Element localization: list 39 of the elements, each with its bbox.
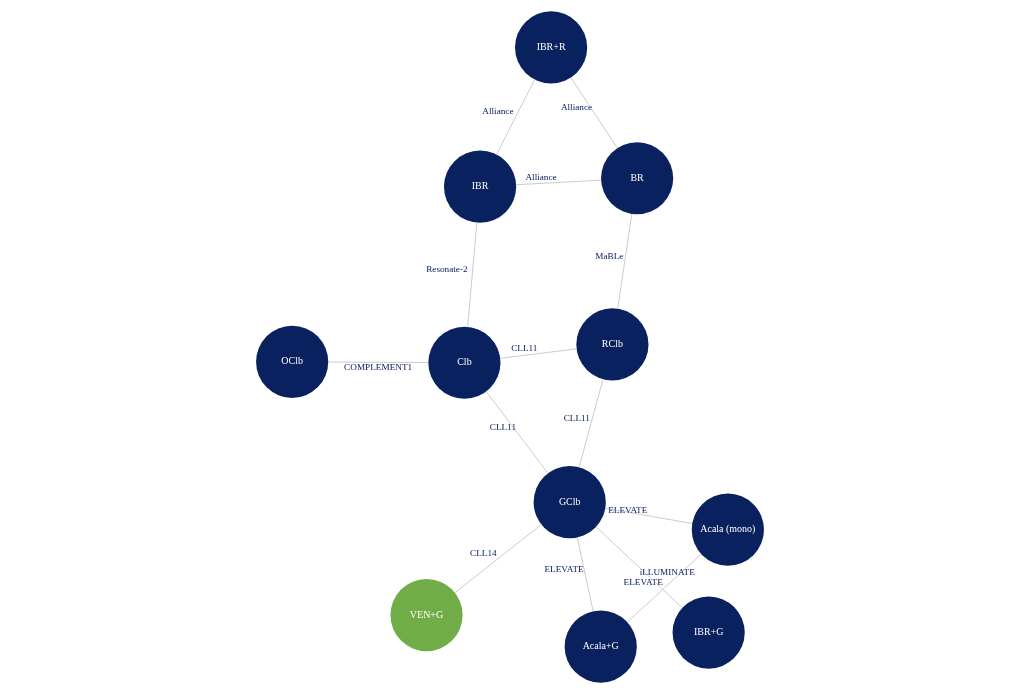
node-circle: OClb [255, 325, 328, 398]
node-circle: RClb [575, 308, 648, 381]
node-circle: GClb [533, 466, 606, 539]
connector [570, 77, 618, 149]
node-circle: IBR [443, 150, 516, 223]
edge-label: CLL14 [469, 548, 497, 559]
node-circle: VEN+G [389, 579, 463, 652]
connector [578, 379, 603, 468]
node-circle: Acala (mono) [691, 493, 764, 566]
connector [576, 537, 593, 612]
edge-label: ELEVATE [623, 577, 663, 588]
edge-label: CLL11 [489, 421, 516, 432]
node-circle: IBR+R [514, 11, 587, 84]
edge-label: Alliance [481, 106, 514, 117]
node-circle: IBR+G [672, 596, 745, 669]
node-circle: Acala+G [564, 610, 637, 683]
node-circle: Clb [427, 326, 500, 399]
edge-label: ELEVATE [543, 563, 584, 574]
edge-label: CLL11 [563, 412, 590, 423]
edge-label: Alliance [560, 102, 592, 113]
connector [466, 222, 477, 328]
connector [616, 213, 632, 309]
connector [495, 79, 535, 155]
connector [515, 179, 601, 186]
node-circle: BR [600, 142, 673, 215]
edge-label: ELEVATE [607, 505, 647, 516]
edge-label: MaBLe [594, 250, 623, 261]
connector [499, 348, 577, 359]
connector [327, 361, 428, 363]
edge-label: iLLUMINATE [639, 566, 695, 577]
connector [595, 526, 683, 609]
edge-label: COMPLEMENT1 [343, 361, 412, 372]
edge-label: Resonate-2 [425, 264, 468, 275]
connector [604, 507, 693, 524]
connector [485, 391, 548, 474]
connector [626, 553, 702, 623]
edge-label: Alliance [524, 171, 557, 182]
connector [453, 524, 541, 594]
edge-label: CLL11 [510, 342, 537, 353]
